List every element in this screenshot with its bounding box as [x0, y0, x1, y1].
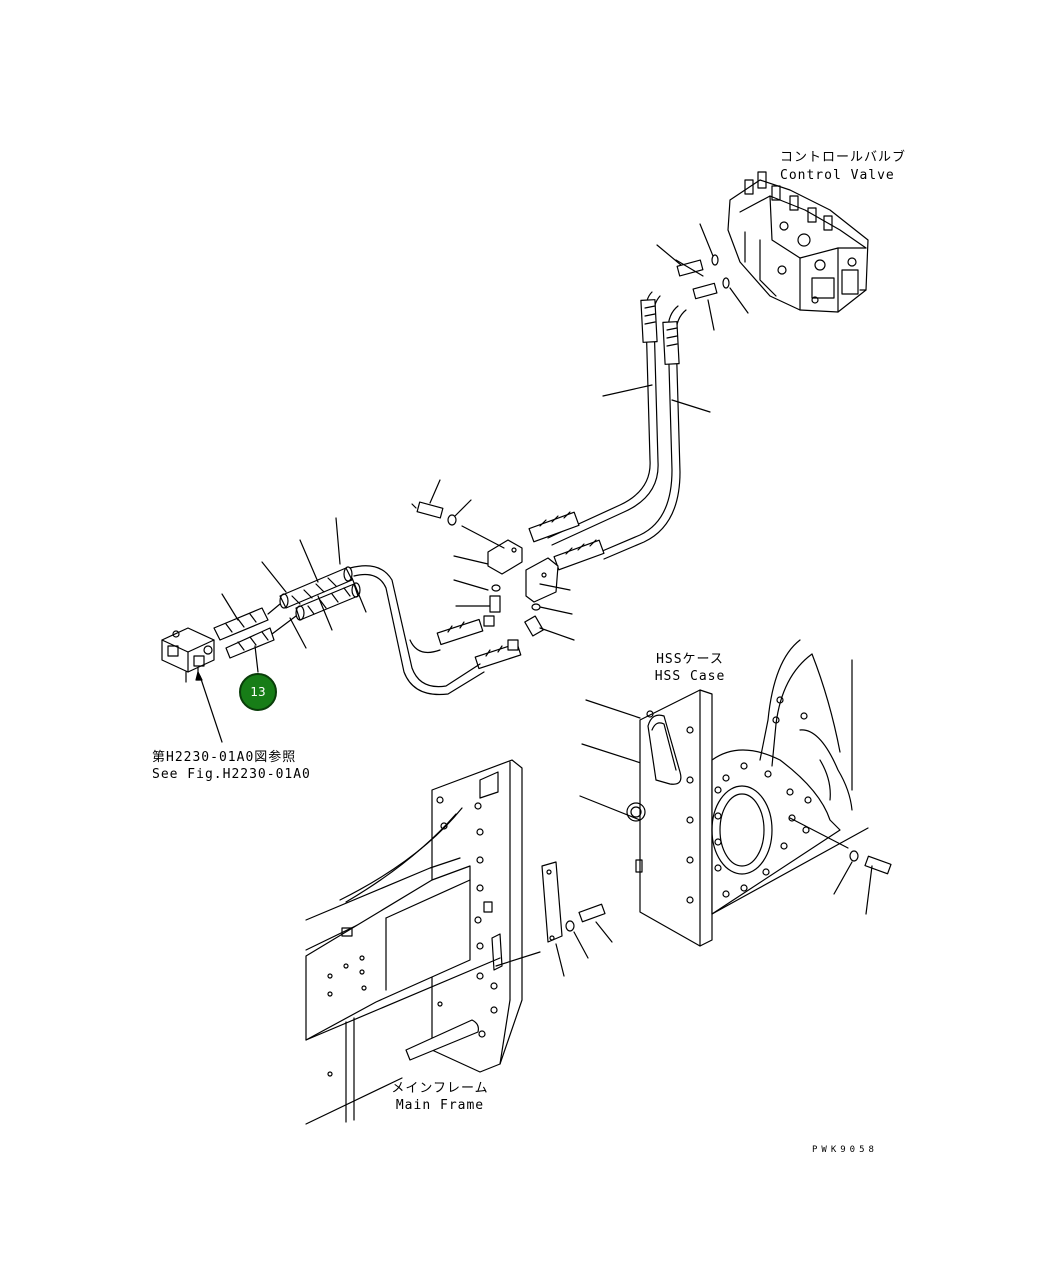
hydraulic-hoses	[528, 291, 711, 571]
callout-13-badge[interactable]: 13	[239, 673, 277, 711]
control-valve-label-jp: コントロールバルブ	[780, 150, 907, 165]
main-frame	[305, 759, 613, 1125]
drawing-code: PWK9058	[812, 1145, 878, 1155]
hss-case-label-en: HSS Case	[654, 669, 726, 684]
see-figure-label-en: See Fig.H2230-01A0	[152, 767, 311, 782]
control-valve	[727, 171, 869, 313]
see-figure-label-jp: 第H2230-01A0図参照	[152, 750, 297, 765]
main-frame-label-en: Main Frame	[395, 1098, 485, 1113]
valve-fittings	[656, 223, 749, 331]
control-valve-label-en: Control Valve	[780, 168, 895, 183]
hose-bracket	[411, 479, 575, 670]
hss-case-label-jp: HSSケース	[656, 652, 724, 667]
block-valve	[161, 627, 223, 743]
hss-case	[579, 639, 892, 947]
left-hoses	[213, 539, 361, 673]
main-frame-label-jp: メインフレーム	[391, 1081, 489, 1096]
